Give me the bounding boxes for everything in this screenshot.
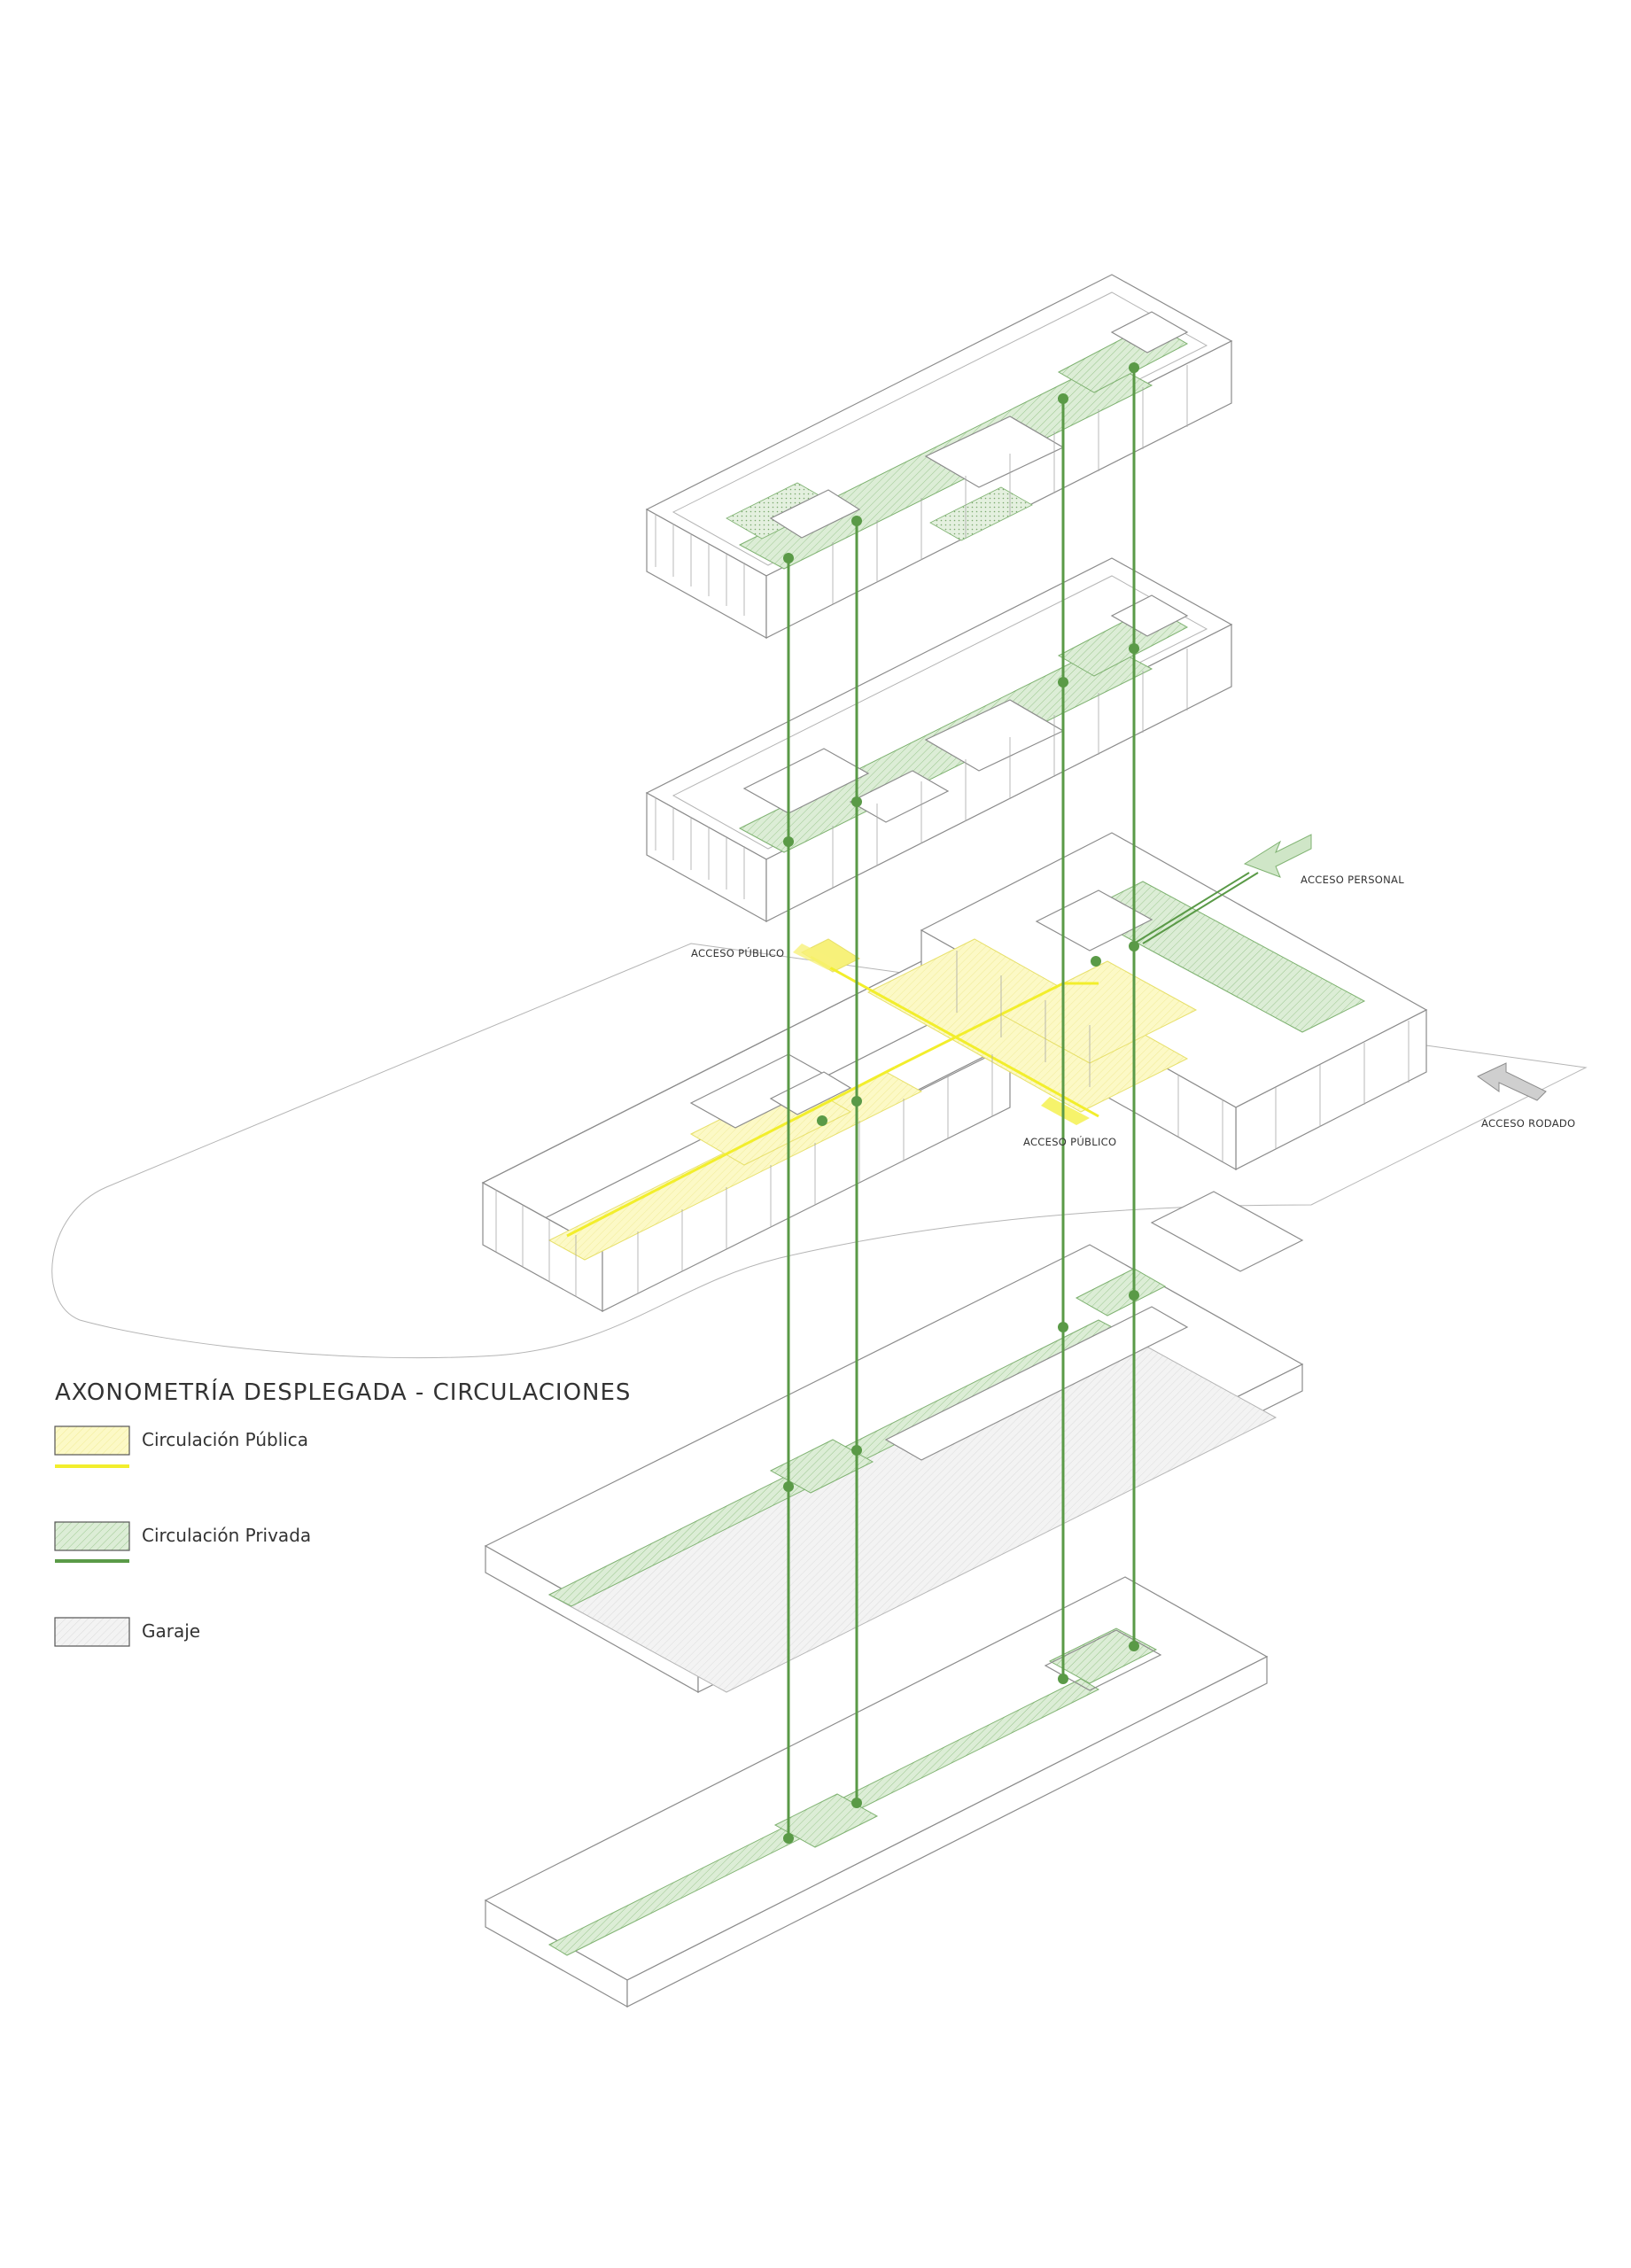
vertical-cores (787, 368, 1250, 1838)
legend-item-public: Circulación Pública (54, 1425, 308, 1468)
level-basement-1 (484, 1191, 1304, 1694)
legend-label-public: Circulación Pública (142, 1429, 308, 1450)
access-public-arrow-top (793, 944, 837, 970)
diagram-title: AXONOMETRÍA DESPLEGADA - CIRCULACIONES (55, 1378, 631, 1406)
label-acceso-personal: ACCESO PERSONAL (1301, 874, 1404, 886)
level-basement-2 (484, 1576, 1269, 2008)
label-acceso-publico-top: ACCESO PÚBLICO (691, 946, 784, 959)
legend-swatch-public (54, 1425, 130, 1456)
legend-swatch-private (54, 1521, 130, 1551)
label-acceso-rodado: ACCESO RODADO (1481, 1117, 1575, 1130)
core-nodes (783, 362, 1139, 1844)
legend-item-private: Circulación Privada (54, 1521, 311, 1563)
legend-label-garage: Garaje (142, 1620, 200, 1642)
label-acceso-publico-bottom: ACCESO PÚBLICO (1023, 1135, 1116, 1148)
level-floor-2 (645, 557, 1233, 923)
level-ground-floor (481, 832, 1428, 1313)
level-floor-3 (645, 274, 1233, 640)
site-boundary (51, 943, 1588, 1359)
legend: AXONOMETRÍA DESPLEGADA - CIRCULACIONES C… (54, 1378, 631, 1647)
legend-item-garage: Garaje (54, 1617, 200, 1647)
access-personal-arrow (1142, 834, 1312, 944)
legend-swatch-garage (54, 1617, 130, 1647)
access-rodado-arrow (1477, 1062, 1547, 1101)
legend-label-private: Circulación Privada (142, 1525, 311, 1546)
